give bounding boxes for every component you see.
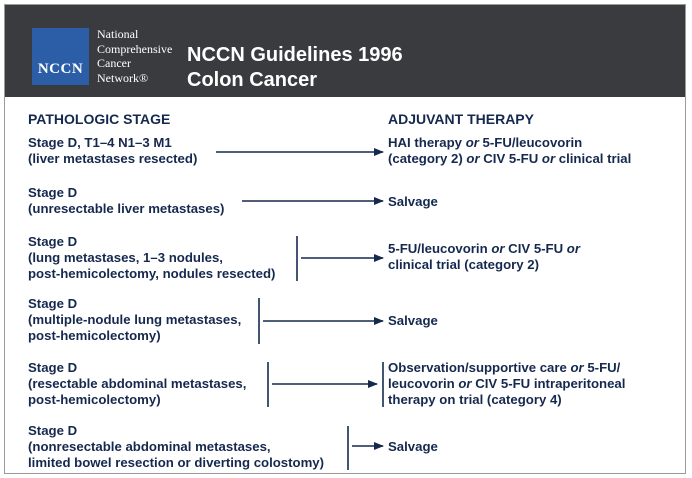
- stage-line: limited bowel resection or diverting col…: [28, 455, 325, 470]
- stage-line: Stage D: [28, 185, 78, 200]
- stage-line: (nonresectable abdominal metastases,: [28, 439, 271, 454]
- stage-line: (liver metastases resected): [28, 151, 198, 166]
- stage-line: (unresectable liver metastases): [28, 201, 225, 216]
- nccn-logo: NCCN: [32, 28, 89, 85]
- stage-line: post-hemicolectomy, nodules resected): [28, 266, 276, 281]
- stage-line: Stage D, T1–4 N1–3 M1: [28, 135, 172, 150]
- therapy-text-6: Salvage: [388, 439, 438, 454]
- org-line: Cancer: [97, 56, 131, 70]
- stage-line: (resectable abdominal metastases,: [28, 376, 247, 391]
- stage-line: Stage D: [28, 234, 78, 249]
- stage-line: post-hemicolectomy): [28, 328, 161, 343]
- therapy-text-5: Observation/supportive care or 5-FU/leuc…: [388, 360, 626, 407]
- organization-name: National Comprehensive Cancer Network®: [97, 27, 172, 85]
- stage-line: (multiple-nodule lung metastases,: [28, 312, 242, 327]
- slide-title: NCCN Guidelines 1996 Colon Cancer: [187, 43, 403, 93]
- stage-line: Stage D: [28, 360, 78, 375]
- column-header-adjuvant-therapy: ADJUVANT THERAPY: [388, 111, 534, 127]
- stage-box-3: Stage D (lung metastases, 1–3 nodules, p…: [28, 234, 275, 282]
- stage-box-6: Stage D (nonresectable abdominal metasta…: [28, 423, 324, 471]
- therapy-text-1: HAI therapy or 5-FU/leucovorin(category …: [388, 135, 632, 166]
- title-line: NCCN Guidelines 1996: [187, 44, 403, 66]
- title-line: Colon Cancer: [187, 69, 318, 91]
- stage-line: (lung metastases, 1–3 nodules,: [28, 250, 223, 265]
- org-line: National: [97, 27, 139, 41]
- header-bar: NCCN National Comprehensive Cancer Netwo…: [5, 5, 685, 97]
- stage-box-4: Stage D (multiple-nodule lung metastases…: [28, 296, 241, 344]
- stage-line: post-hemicolectomy): [28, 392, 161, 407]
- org-line: Network®: [97, 70, 149, 85]
- stage-box-5: Stage D (resectable abdominal metastases…: [28, 360, 246, 408]
- connectors: [216, 148, 384, 470]
- logo-text: NCCN: [37, 61, 84, 77]
- therapy-text-2: Salvage: [388, 194, 438, 209]
- slide: NCCN National Comprehensive Cancer Netwo…: [4, 4, 686, 474]
- stage-box-1: Stage D, T1–4 N1–3 M1 (liver metastases …: [28, 135, 197, 167]
- column-header-pathologic-stage: PATHOLOGIC STAGE: [28, 111, 171, 127]
- stage-box-2: Stage D (unresectable liver metastases): [28, 185, 224, 217]
- org-line: Comprehensive: [97, 41, 173, 56]
- stage-line: Stage D: [28, 296, 78, 311]
- therapy-text-4: Salvage: [388, 313, 438, 328]
- stage-line: Stage D: [28, 423, 78, 438]
